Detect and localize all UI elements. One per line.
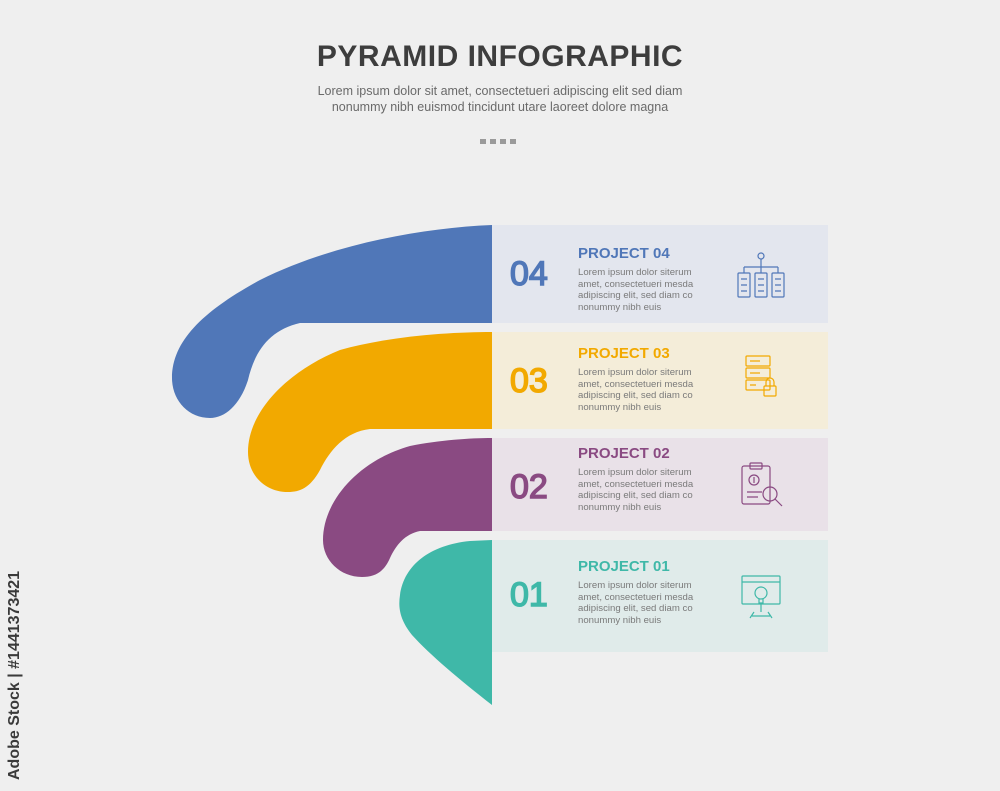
project-description: Lorem ipsum dolor siterum amet, consecte… bbox=[578, 467, 694, 513]
tier-01-shape bbox=[399, 540, 492, 705]
server-network-icon bbox=[734, 249, 788, 303]
project-description: Lorem ipsum dolor siterum amet, consecte… bbox=[578, 367, 694, 413]
separator-dots bbox=[480, 139, 516, 144]
tier-03-shape bbox=[248, 332, 492, 492]
project-description: Lorem ipsum dolor siterum amet, consecte… bbox=[578, 267, 694, 313]
finance-report-search-icon bbox=[734, 458, 788, 512]
website-idea-icon bbox=[734, 570, 788, 624]
project-card-01: 01 PROJECT 01 Lorem ipsum dolor siterum … bbox=[492, 540, 828, 652]
tier-02-shape bbox=[323, 438, 492, 577]
page-subtitle: Lorem ipsum dolor sit amet, consectetuer… bbox=[317, 84, 683, 114]
tier-04-shape bbox=[172, 225, 492, 418]
project-card-04: 04 PROJECT 04 Lorem ipsum dolor siterum … bbox=[492, 225, 828, 323]
project-title: PROJECT 01 bbox=[578, 558, 670, 575]
panel-bg-01 bbox=[492, 540, 828, 652]
project-card-03: 03 PROJECT 03 Lorem ipsum dolor siterum … bbox=[492, 332, 828, 429]
watermark-side: Adobe Stock | #1441373421 bbox=[6, 570, 23, 780]
project-number: 01 bbox=[509, 575, 548, 615]
panel-bg-03 bbox=[492, 332, 828, 429]
project-number: 03 bbox=[509, 361, 548, 401]
project-number: 02 bbox=[509, 467, 548, 507]
project-title: PROJECT 03 bbox=[578, 345, 670, 362]
project-number: 04 bbox=[509, 254, 548, 294]
project-description: Lorem ipsum dolor siterum amet, consecte… bbox=[578, 580, 694, 626]
page-title: PYRAMID INFOGRAPHIC bbox=[316, 40, 684, 73]
server-lock-icon bbox=[734, 350, 788, 404]
project-title: PROJECT 02 bbox=[578, 445, 670, 462]
project-title: PROJECT 04 bbox=[578, 245, 670, 262]
panel-bg-02 bbox=[492, 438, 828, 531]
project-card-02: 02 PROJECT 02 Lorem ipsum dolor siterum … bbox=[492, 438, 828, 531]
